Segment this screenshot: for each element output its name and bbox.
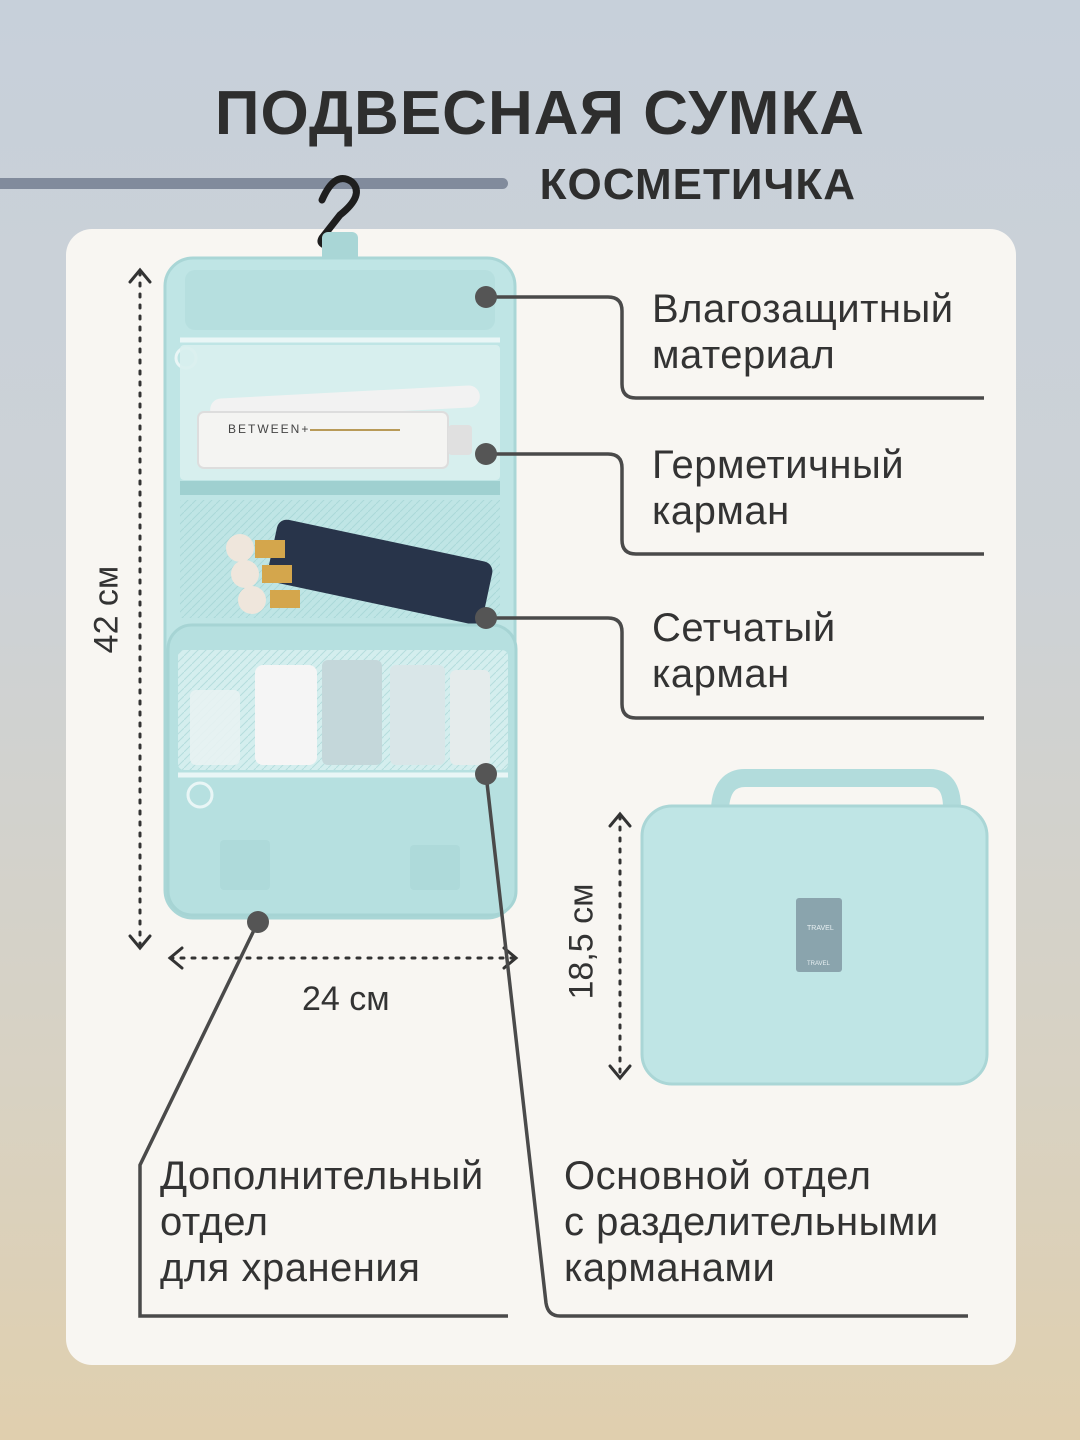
dimension-width: 24 см [302, 980, 390, 1018]
leader-lines [138, 295, 984, 1318]
leader-dots [247, 286, 497, 933]
makeup-brushes [226, 519, 493, 625]
label-main-compartment: Основной отдел с разделительными кармана… [564, 1154, 939, 1290]
travel-tag-text: TRAVEL [807, 925, 834, 932]
page-title: ПОДВЕСНАЯ СУМКА [214, 79, 866, 148]
feature-label-sealed-pocket: Герметичный карман [652, 443, 905, 533]
feature-label-mesh-pocket: Сетчатый карман [652, 606, 836, 696]
dimension-height-open: 42 см [87, 565, 126, 654]
tube-brand-text: BETWEEN+ [228, 422, 310, 436]
open-bag: BETWEEN+ [163, 256, 518, 920]
toothpaste-tube: BETWEEN+ [197, 411, 472, 469]
dimension-arrows [128, 267, 632, 1081]
closed-bag: TRAVEL TRAVEL [640, 769, 989, 1086]
travel-tag-text-bottom: TRAVEL [807, 961, 831, 967]
hanger-hook-icon [317, 175, 360, 266]
header-rail-decoration [0, 178, 508, 189]
dimension-height-closed: 18,5 см [562, 883, 601, 1000]
label-extra-compartment: Дополнительный отдел для хранения [160, 1154, 484, 1290]
travel-tag [796, 898, 842, 972]
page-subtitle: КОСМЕТИЧКА [539, 160, 856, 209]
feature-label-waterproof: Влагозащитный материал [652, 287, 954, 377]
